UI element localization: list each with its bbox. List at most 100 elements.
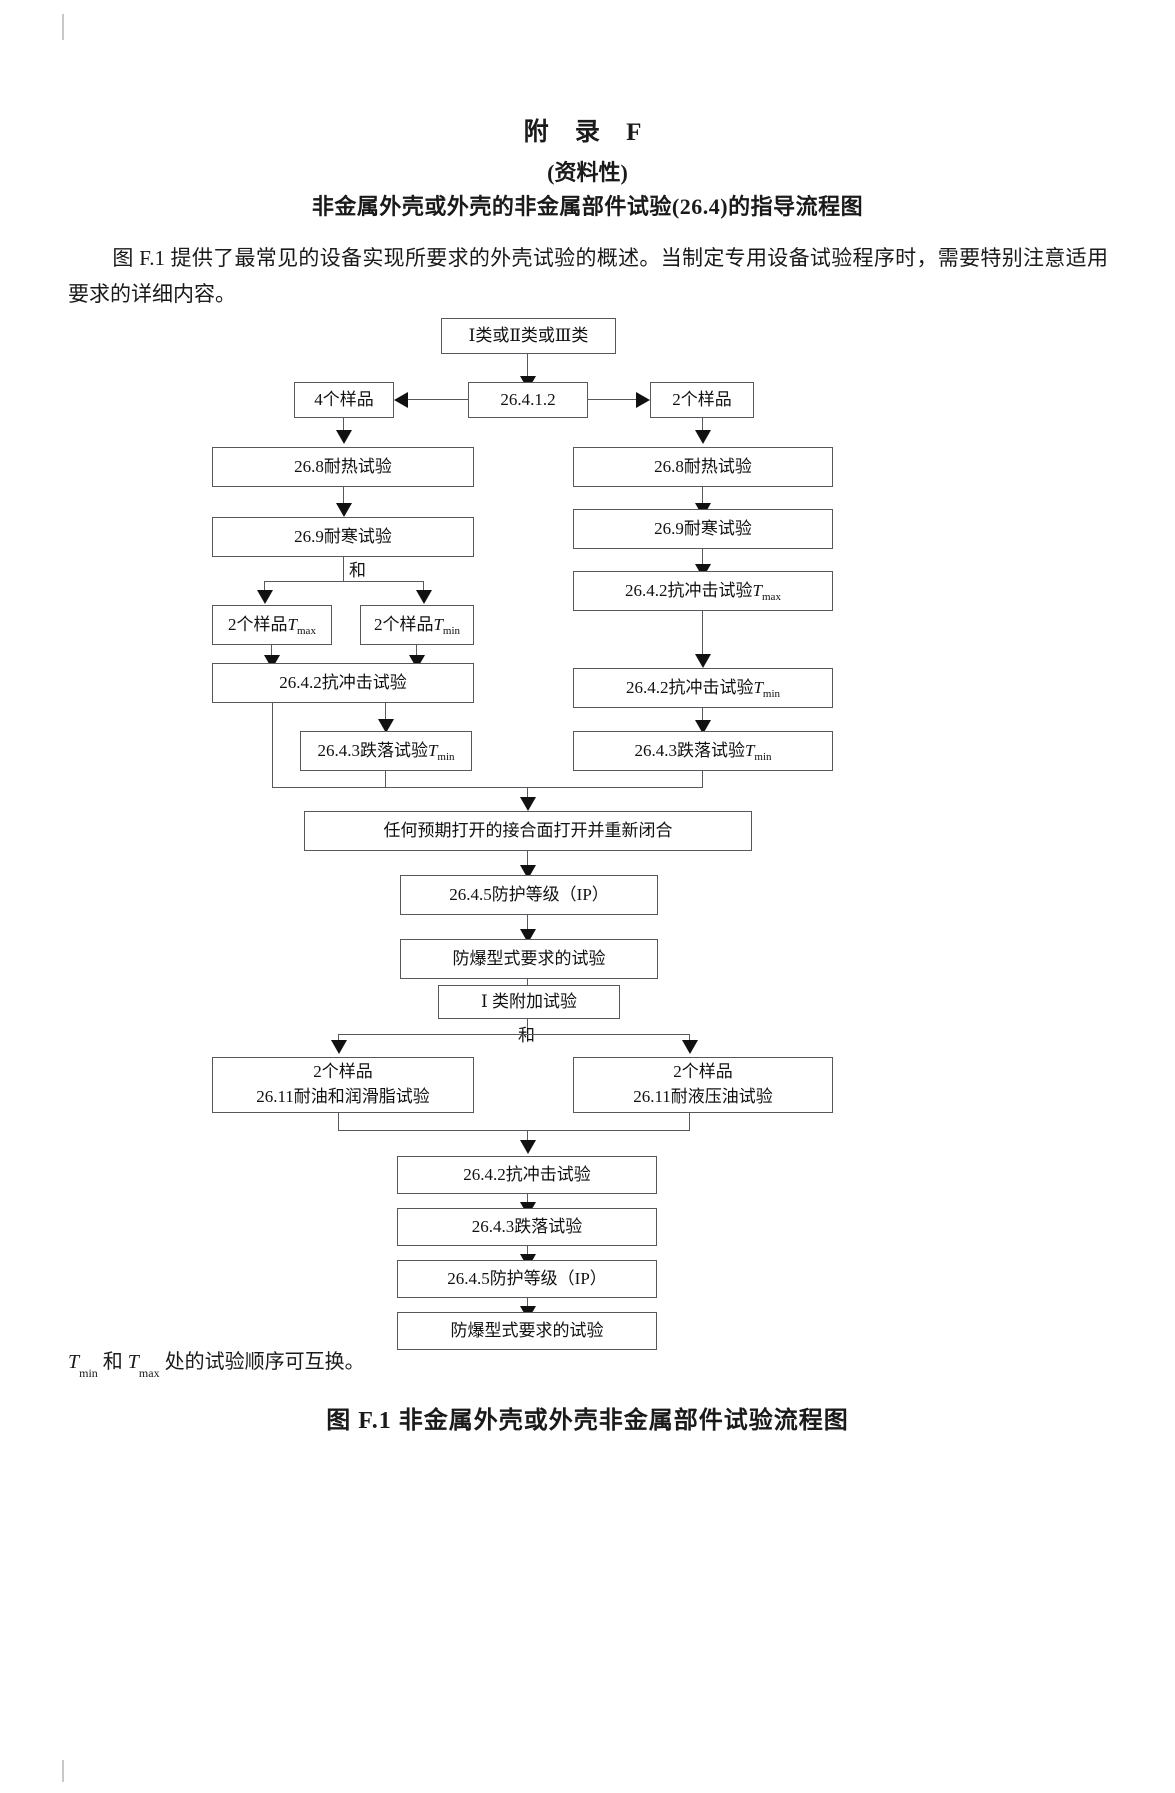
connector-class1-down: [527, 1019, 529, 1035]
node-drop-test-right-text: 26.4.3跌落试验Tmin: [634, 740, 772, 763]
footnote-mid: 和: [97, 1351, 128, 1373]
connector-split-left-down-a: [264, 581, 266, 595]
node-heat-test-right: 26.8耐热试验: [573, 447, 833, 487]
connector-split-left-down-b: [423, 581, 425, 595]
connector-drop-left-down: [385, 771, 387, 788]
flowchart: Ⅰ类或Ⅱ类或Ⅲ类 26.4.1.2 4个样品 2个样品 26.8耐热试验 26.…: [0, 300, 1175, 1350]
arrow-down-to-oil-grease: [331, 1040, 347, 1054]
appendix-title: 非金属外壳或外壳的非金属部件试验(26.4)的指导流程图: [311, 194, 864, 219]
node-hydraulic-oil-test: 2个样品 26.11耐液压油试验: [573, 1057, 833, 1113]
node-two-samples: 2个样品: [650, 382, 754, 418]
intro-text: 图 F.1 提供了最常见的设备实现所要求的外壳试验的概述。当制定专用设备试验程序…: [68, 246, 1108, 306]
node-drop-test-left-text-subscript: min: [437, 750, 455, 763]
intro-paragraph: 图 F.1 提供了最常见的设备实现所要求的外壳试验的概述。当制定专用设备试验程序…: [68, 240, 1108, 312]
node-drop-test-right-text-T: T: [744, 740, 755, 760]
node-two-samples-tmax: 2个样品Tmax: [212, 605, 332, 645]
node-hydraulic-line1: 2个样品: [673, 1062, 733, 1082]
connector-reopen-to-ip1: [527, 851, 529, 873]
connector-explosion1-to-class1: [527, 979, 529, 985]
figure-caption: 图 F.1 非金属外壳或外壳非金属部件试验流程图: [326, 1408, 849, 1434]
node-impact-test-right-tmin: 26.4.2抗冲击试验Tmin: [573, 668, 833, 708]
connector-merge-left-bar: [272, 787, 528, 789]
node-cold-test-left: 26.9耐寒试验: [212, 517, 474, 557]
node-impact-right-tmax-text: 26.4.2抗冲击试验Tmax: [625, 580, 781, 603]
node-drop-test-right: 26.4.3跌落试验Tmin: [573, 731, 833, 771]
node-drop-test-right-text-subscript: min: [754, 750, 772, 763]
node-heat-test-left: 26.8耐热试验: [212, 447, 474, 487]
connector-two-samples-to-heat-right: [702, 418, 704, 436]
node-two-samples-tmax-text-T: T: [287, 614, 297, 634]
node-two-samples-tmin-text-subscript: min: [442, 624, 461, 637]
connector-split-bottom-bar: [338, 1034, 690, 1036]
connector-oil-grease-down: [338, 1113, 340, 1131]
footnote-tmax-subscript: max: [138, 1366, 160, 1380]
arrow-down-to-impact-final: [520, 1140, 536, 1154]
connector-impact-left-to-drop: [385, 703, 387, 729]
node-impact-test-left: 26.4.2抗冲击试验: [212, 663, 474, 703]
appendix-label: 附 录 F: [523, 119, 652, 146]
scan-edge-mark-bottom: [62, 1760, 64, 1782]
connector-26412-to-four-samples: [408, 399, 468, 401]
node-two-samples-tmax-text: 2个样品Tmax: [228, 614, 316, 637]
appendix-kind: (资料性): [547, 160, 628, 185]
connector-26412-to-two-samples: [588, 399, 636, 401]
node-reopen-joints: 任何预期打开的接合面打开并重新闭合: [304, 811, 752, 851]
node-cold-test-right: 26.9耐寒试验: [573, 509, 833, 549]
connector-heat-to-cold-right: [702, 487, 704, 509]
node-impact-final: 26.4.2抗冲击试验: [397, 1156, 657, 1194]
connector-merge-bottom-to-impact-final: [527, 1130, 529, 1148]
footnote-tail: 处的试验顺序可互换。: [159, 1351, 365, 1373]
connector-heat-to-cold-left: [343, 487, 345, 509]
arrow-down-to-two-samples-tmax: [257, 590, 273, 604]
branch-label-and-bottom: 和: [518, 1026, 535, 1045]
node-ip-rating-1: 26.4.5防护等级（IP）: [400, 875, 658, 915]
node-impact-right-tmin-text-T: T: [753, 677, 763, 697]
arrow-down-to-two-samples-tmin: [416, 590, 432, 604]
node-class-types: Ⅰ类或Ⅱ类或Ⅲ类: [441, 318, 616, 354]
node-oil-grease-line1: 2个样品: [313, 1062, 373, 1082]
node-two-samples-tmin: 2个样品Tmin: [360, 605, 474, 645]
connector-cold-left-down: [343, 557, 345, 582]
connector-tmax-to-impact-left: [271, 645, 273, 663]
node-ip-rating-2: 26.4.5防护等级（IP）: [397, 1260, 657, 1298]
connector-merge-right-bar: [527, 787, 703, 789]
node-clause-26412: 26.4.1.2: [468, 382, 588, 418]
arrow-down-to-reopen: [520, 797, 536, 811]
node-drop-test-left: 26.4.3跌落试验Tmin: [300, 731, 472, 771]
connector-four-samples-to-heat-left: [343, 418, 345, 436]
arrow-down-to-drop-left: [378, 719, 394, 733]
node-drop-test-left-text: 26.4.3跌落试验Tmin: [317, 740, 455, 763]
connector-drop-right-down: [702, 771, 704, 788]
arrow-down-to-hydraulic: [682, 1040, 698, 1054]
node-explosion-type-1: 防爆型式要求的试验: [400, 939, 658, 979]
node-two-samples-tmax-text-subscript: max: [297, 624, 316, 637]
connector-hydraulic-down: [689, 1113, 691, 1131]
connector-cold-to-impact-tmax-right: [702, 549, 704, 571]
node-two-samples-tmin-text: 2个样品Tmin: [373, 614, 461, 637]
arrow-right-to-two-samples: [636, 392, 650, 408]
arrow-down-to-cold-left: [336, 503, 352, 517]
connector-impact-left-bypass-down: [272, 703, 274, 788]
node-impact-test-right-tmax: 26.4.2抗冲击试验Tmax: [573, 571, 833, 611]
node-explosion-type-2: 防爆型式要求的试验: [397, 1312, 657, 1350]
node-two-samples-tmin-text-T: T: [433, 614, 443, 634]
footnote-tmin-symbol: T: [68, 1351, 80, 1373]
footnote-tmin-subscript: min: [79, 1366, 98, 1380]
node-drop-test-left-text-T: T: [427, 740, 438, 760]
arrow-down-to-heat-right: [695, 430, 711, 444]
connector-impact-tmax-to-tmin-right: [702, 611, 704, 666]
node-impact-right-tmax-text-T: T: [752, 580, 762, 600]
node-impact-right-tmin-text: 26.4.2抗冲击试验Tmin: [625, 677, 781, 700]
connector-ip1-to-explosion1: [527, 915, 529, 937]
footnote-note: Tmin 和 Tmax 处的试验顺序可互换。: [68, 1345, 365, 1380]
connector-tmin-to-impact-left: [416, 645, 418, 663]
node-impact-right-tmin-text-subscript: min: [762, 687, 781, 700]
connector-split-left-bar: [264, 581, 424, 583]
scan-edge-mark-top: [62, 14, 64, 40]
node-drop-final: 26.4.3跌落试验: [397, 1208, 657, 1246]
connector-class-to-26412: [527, 354, 529, 382]
connector-merge-to-reopen: [527, 787, 529, 805]
arrow-left-to-four-samples: [394, 392, 408, 408]
node-four-samples: 4个样品: [294, 382, 394, 418]
